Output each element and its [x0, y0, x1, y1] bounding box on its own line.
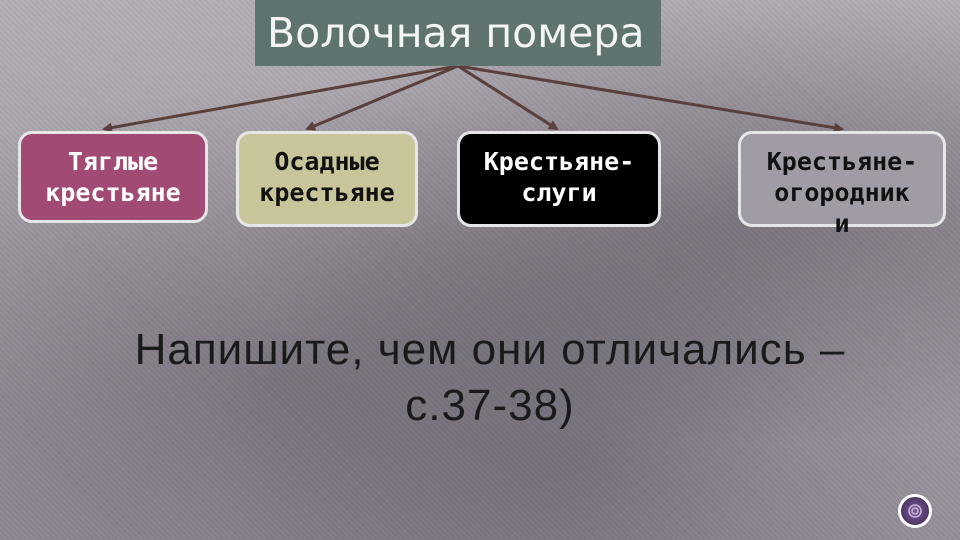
node-label-line: и [834, 209, 850, 238]
node-label-line: Крестьяне- [483, 147, 635, 176]
arrow-to-osadnye [305, 64, 459, 131]
arrow-to-tyaglye [102, 64, 459, 133]
slide-nav-icon[interactable] [898, 494, 932, 528]
node-krestyane-ogorodniki: Крестьяне- огородник и [738, 131, 946, 238]
node-label-line: Крестьяне- [766, 147, 918, 176]
node-label-line: крестьяне [259, 178, 395, 207]
node-label-line: крестьяне [45, 178, 181, 207]
spiral-icon [908, 504, 922, 518]
node-krestyane-slugi: Крестьяне- слуги [457, 131, 661, 227]
node-label-line: Тяглые [67, 147, 159, 176]
node-label-line: слуги [521, 178, 597, 207]
node-osadnye-krestyane: Осадные крестьяне [236, 131, 418, 227]
node-tyaglye-krestyane: Тяглые крестьяне [18, 131, 208, 223]
node-label-line: Осадные [274, 147, 380, 176]
task-text: Напишите, чем они отличались – с.37-38) [60, 322, 920, 434]
task-text-line: с.37-38) [405, 381, 575, 430]
task-text-line: Напишите, чем они отличались – [134, 325, 846, 374]
arrow-to-slugi [457, 64, 559, 131]
diagram-title: Волочная помера [255, 0, 661, 66]
node-label-line: огородник [774, 178, 910, 207]
arrow-to-ogorodniki [457, 64, 844, 133]
